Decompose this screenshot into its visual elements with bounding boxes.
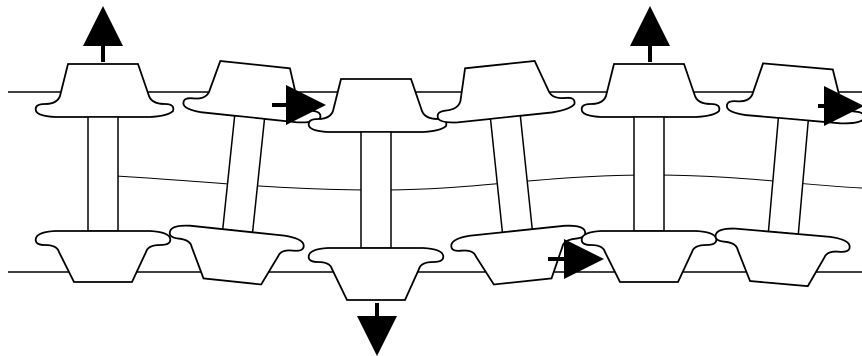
linker-unit: [436, 60, 587, 286]
bottom-cap: [714, 227, 851, 288]
stem: [489, 114, 534, 234]
linker-unit: [580, 63, 721, 283]
linker-unit: [714, 62, 862, 288]
stem: [767, 117, 810, 235]
top-cap: [307, 78, 448, 133]
bottom-cap: [307, 247, 445, 301]
wavy-thread-line: [91, 174, 862, 191]
stem: [221, 114, 266, 234]
stem: [360, 131, 392, 249]
top-cap: [182, 60, 322, 124]
top-cap: [436, 60, 576, 124]
linker-unit: [168, 60, 322, 286]
top-cap: [34, 63, 175, 118]
bottom-cap: [450, 224, 587, 286]
stem: [87, 116, 119, 232]
bottom-cap: [168, 224, 305, 286]
stem: [633, 116, 665, 232]
bottom-cap: [34, 230, 172, 283]
bottom-cap: [580, 230, 718, 283]
top-cap: [726, 62, 862, 125]
linker-unit: [34, 63, 175, 283]
top-cap: [580, 63, 721, 118]
